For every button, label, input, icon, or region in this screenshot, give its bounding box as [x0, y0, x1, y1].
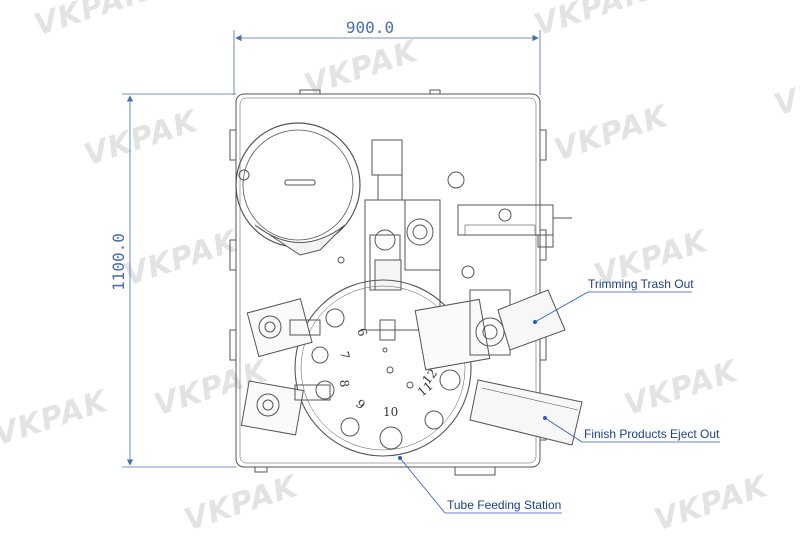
tube-hopper	[235, 122, 361, 264]
station-10-label: 10	[383, 405, 398, 419]
station-9-label: 9	[353, 397, 368, 413]
width-dimension-label: 900.0	[346, 18, 394, 37]
callout-lines	[399, 291, 720, 514]
drive-unit	[457, 204, 572, 248]
rotary-table	[294, 279, 472, 457]
station-numbers: 6 7 8 9 10 11 12	[337, 326, 440, 419]
station-7-label: 7	[337, 350, 352, 360]
eject-callout: Finish Products Eject Out	[584, 427, 720, 441]
station-8-label: 8	[337, 379, 352, 388]
trimming-trash-callout: Trimming Trash Out	[588, 277, 694, 291]
width-dimension: 900.0	[233, 18, 541, 95]
eject-chute	[469, 379, 583, 446]
left-tube-loaders	[240, 298, 331, 436]
height-dimension-label: 1100.0	[109, 233, 128, 291]
trimming-unit	[414, 289, 566, 371]
height-dimension: 1100.0	[109, 93, 236, 468]
tube-feeding-callout: Tube Feeding Station	[447, 498, 561, 512]
sealing-head-assembly	[364, 139, 475, 341]
station-6-label: 6	[354, 326, 370, 338]
